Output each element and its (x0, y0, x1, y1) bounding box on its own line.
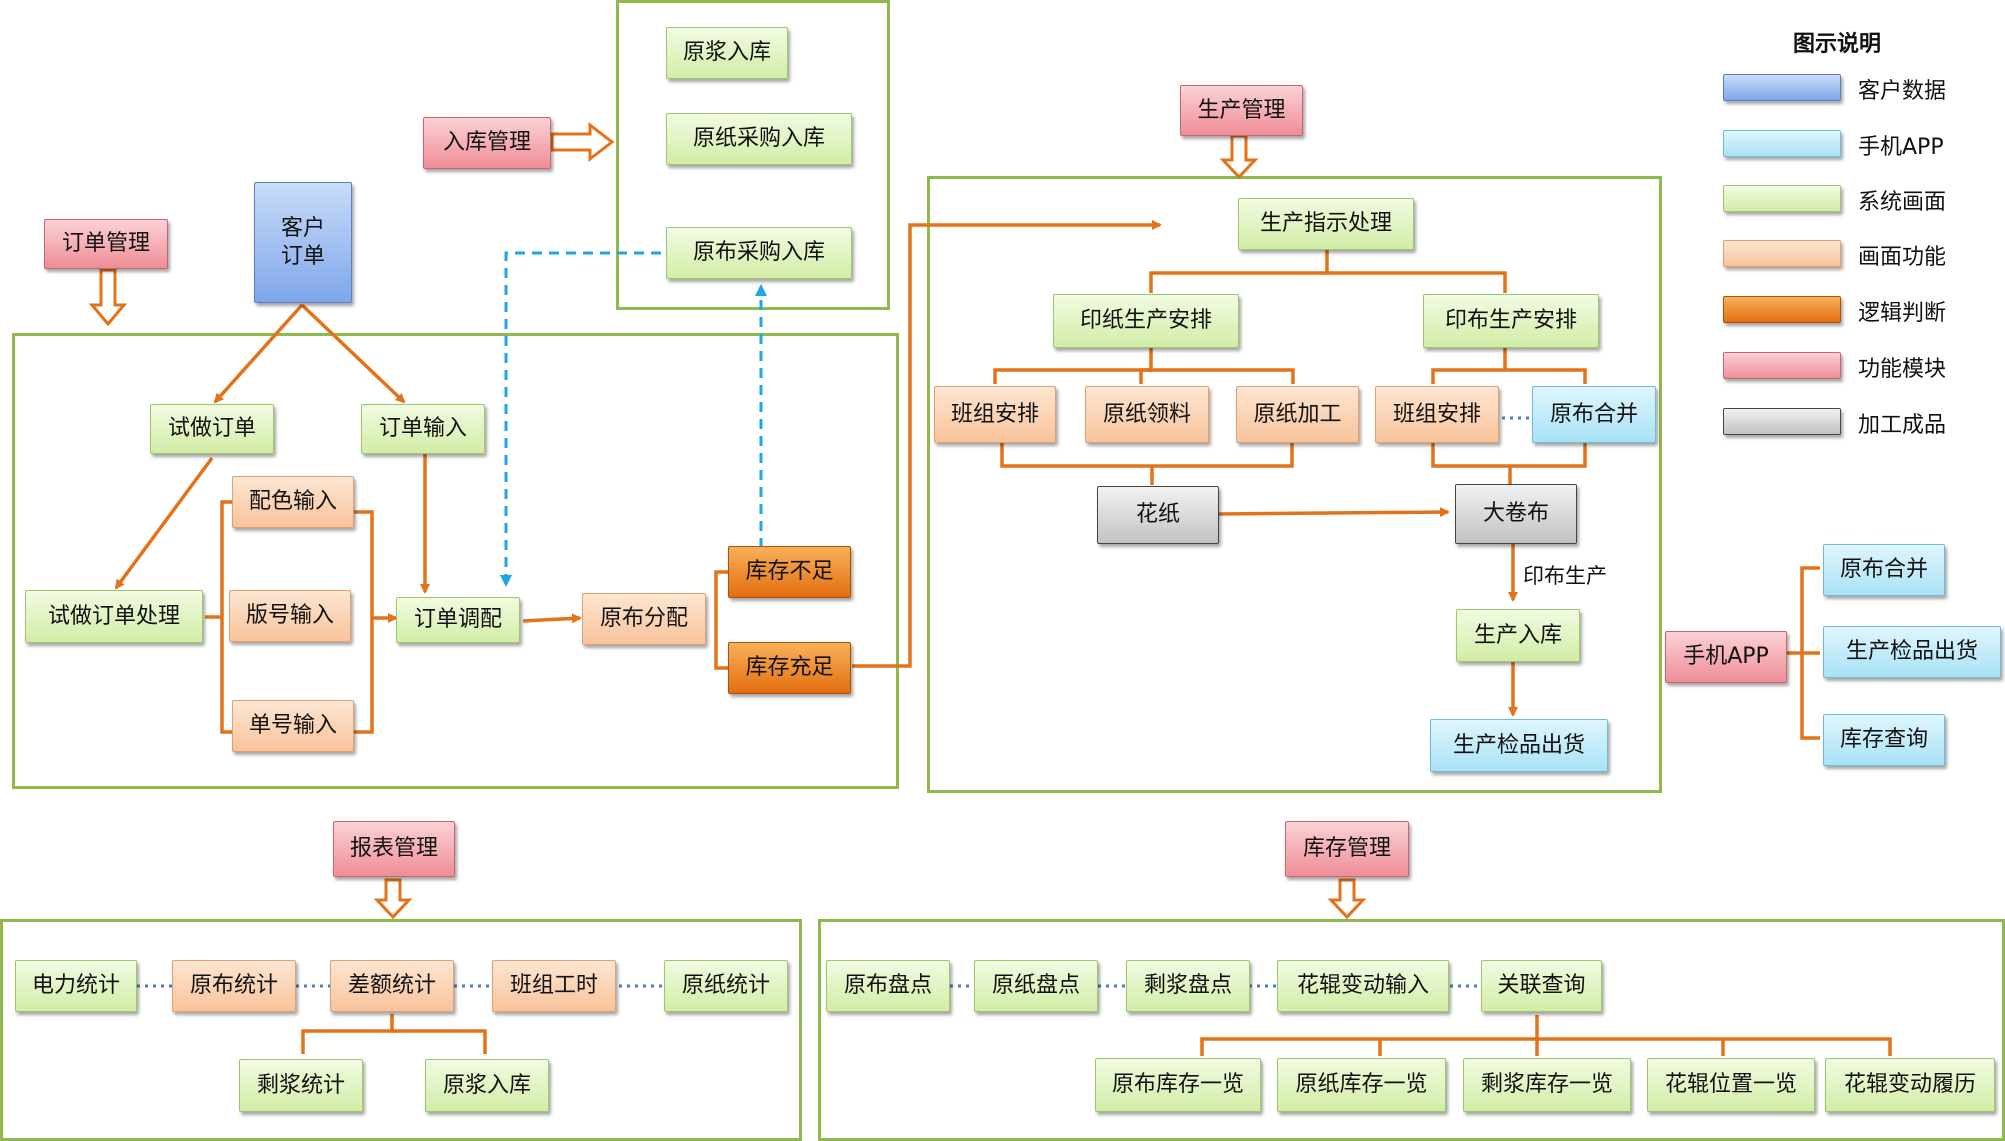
module-mobile-app[interactable]: 手机APP (1665, 631, 1787, 683)
legend-swatch-logic-decision (1723, 296, 1841, 323)
production-instruction[interactable]: 生产指示处理 (1238, 198, 1414, 250)
module-inventory-management[interactable]: 库存管理 (1285, 821, 1409, 877)
legend-label-customer-data: 客户数据 (1858, 79, 1947, 104)
report-pulp-inbound[interactable]: 原浆入库 (425, 1059, 549, 1112)
legend-label-screen-function: 画面功能 (1858, 245, 1947, 270)
module-inbound-management[interactable]: 入库管理 (423, 117, 551, 169)
legend-swatch-mobile-app (1723, 130, 1841, 157)
customer-order: 客户 订单 (254, 182, 352, 303)
order-input[interactable]: 订单输入 (361, 404, 485, 454)
plate-number-input[interactable]: 版号输入 (229, 590, 351, 642)
stock-sufficient: 库存充足 (728, 642, 851, 694)
legend-label-finished-product: 加工成品 (1858, 413, 1947, 438)
legend-label-logic-decision: 逻辑判断 (1858, 301, 1947, 326)
cloth-print-plan[interactable]: 印布生产安排 (1423, 294, 1599, 348)
trial-order[interactable]: 试做订单 (150, 404, 274, 454)
legend-label-mobile-app: 手机APP (1858, 135, 1944, 160)
app-inspect-ship[interactable]: 生产检品出货 (1823, 626, 2001, 678)
inventory-cloth-count[interactable]: 原布盘点 (826, 960, 950, 1012)
cloth-print-production-label: 印布生产 (1523, 564, 1607, 588)
module-production-management[interactable]: 生产管理 (1180, 85, 1303, 136)
inventory-management-frame (818, 919, 2005, 1141)
legend-swatch-finished-product (1723, 408, 1841, 435)
inventory-roller-position-list[interactable]: 花辊位置一览 (1647, 1058, 1815, 1112)
inventory-roller-change-input[interactable]: 花辊变动输入 (1277, 960, 1449, 1012)
inventory-related-query[interactable]: 关联查询 (1481, 960, 1602, 1012)
module-report-management[interactable]: 报表管理 (333, 821, 455, 877)
module-order-management[interactable]: 订单管理 (44, 219, 168, 269)
stock-insufficient: 库存不足 (728, 546, 851, 598)
paper-purchase-inbound[interactable]: 原纸采购入库 (666, 113, 852, 165)
cloth-allocation[interactable]: 原布分配 (582, 593, 706, 645)
paper-processing[interactable]: 原纸加工 (1236, 386, 1359, 443)
report-leftover-pulp-stats[interactable]: 剩浆统计 (239, 1059, 363, 1112)
big-cloth-roll: 大卷布 (1455, 484, 1577, 544)
inventory-paper-count[interactable]: 原纸盘点 (974, 960, 1098, 1012)
color-input[interactable]: 配色输入 (232, 476, 354, 528)
legend-label-function-module: 功能模块 (1858, 357, 1947, 382)
report-cloth-stats[interactable]: 原布统计 (172, 960, 296, 1012)
legend-swatch-screen-function (1723, 240, 1841, 267)
team-arrangement-cloth[interactable]: 班组安排 (1375, 386, 1499, 443)
paper-print-plan[interactable]: 印纸生产安排 (1053, 294, 1239, 348)
legend-label-system-screen: 系统画面 (1858, 190, 1947, 215)
production-inspect-ship[interactable]: 生产检品出货 (1430, 719, 1608, 772)
report-difference-stats[interactable]: 差额统计 (330, 960, 454, 1012)
report-team-hours[interactable]: 班组工时 (492, 960, 616, 1012)
app-cloth-merge[interactable]: 原布合并 (1823, 544, 1945, 596)
paper-material-pick[interactable]: 原纸领料 (1085, 386, 1209, 443)
inbound-management-frame (616, 0, 890, 310)
order-management-frame (12, 333, 899, 789)
report-management-frame (0, 919, 802, 1141)
inventory-roller-change-history[interactable]: 花辊变动履历 (1825, 1058, 1995, 1112)
legend-swatch-system-screen (1723, 185, 1841, 212)
order-dispatch[interactable]: 订单调配 (396, 597, 520, 643)
production-inbound[interactable]: 生产入库 (1456, 609, 1580, 662)
trial-order-process[interactable]: 试做订单处理 (25, 590, 203, 643)
team-arrangement-paper[interactable]: 班组安排 (934, 386, 1056, 443)
production-management-frame (927, 176, 1662, 793)
pulp-inbound[interactable]: 原浆入库 (666, 27, 788, 79)
cloth-purchase-inbound[interactable]: 原布采购入库 (666, 227, 852, 279)
legend-swatch-function-module (1723, 352, 1841, 379)
inventory-cloth-stock-list[interactable]: 原布库存一览 (1095, 1058, 1261, 1112)
printed-paper: 花纸 (1097, 486, 1219, 544)
report-paper-stats[interactable]: 原纸统计 (664, 960, 788, 1012)
inventory-paper-stock-list[interactable]: 原纸库存一览 (1277, 1058, 1446, 1112)
inventory-leftover-pulp-count[interactable]: 剩浆盘点 (1126, 960, 1250, 1012)
report-power-stats[interactable]: 电力统计 (15, 960, 137, 1012)
cloth-merge[interactable]: 原布合并 (1532, 386, 1656, 443)
legend-title: 图示说明 (1793, 32, 1882, 57)
legend-swatch-customer-data (1723, 74, 1841, 101)
app-stock-query[interactable]: 库存查询 (1823, 714, 1945, 766)
order-number-input[interactable]: 单号输入 (232, 700, 354, 752)
inventory-pulp-stock-list[interactable]: 剩浆库存一览 (1463, 1058, 1631, 1112)
